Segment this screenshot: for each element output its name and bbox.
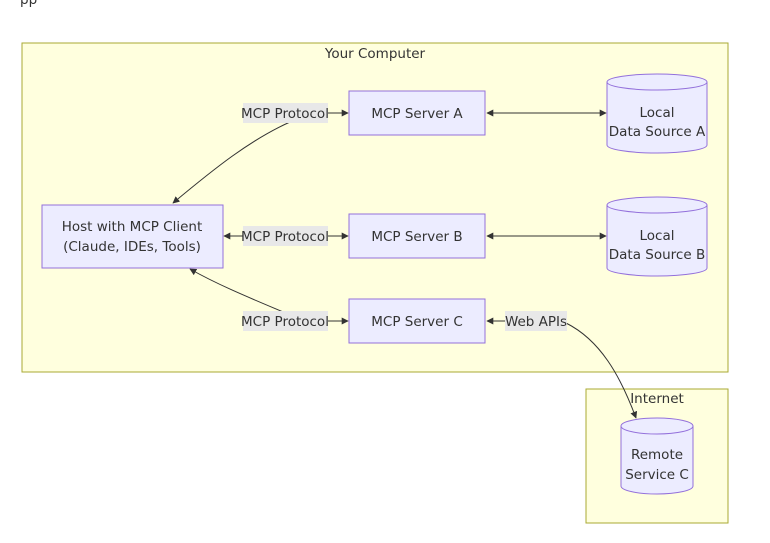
edge-label-web-apis-text: Web APIs	[505, 314, 567, 330]
edge-host-server-c	[189, 268, 289, 315]
edges	[172, 109, 638, 419]
node-local-data-source-a: Local Data Source A	[606, 73, 708, 154]
edge-label-mcp-a-text: MCP Protocol	[241, 106, 329, 122]
cluster-internet: Internet	[585, 388, 729, 524]
node-server-c-label: MCP Server C	[371, 314, 463, 330]
edge-host-server-a	[172, 121, 291, 204]
top-caption: pp	[20, 0, 37, 8]
node-server-a-label: MCP Server A	[371, 106, 463, 122]
node-mcp-server-b: MCP Server B	[348, 213, 486, 259]
cluster-your-computer-label: Your Computer	[324, 46, 426, 62]
node-remote-line1: Remote	[631, 447, 683, 463]
node-data-a-line2: Data Source A	[609, 124, 706, 140]
node-host-mcp-client: Host with MCP Client (Claude, IDEs, Tool…	[41, 204, 224, 269]
node-data-b-line2: Data Source B	[609, 247, 705, 263]
node-mcp-server-a: MCP Server A	[348, 90, 486, 136]
cluster-internet-label: Internet	[630, 391, 684, 407]
node-remote-line2: Service C	[625, 467, 689, 483]
node-server-b-label: MCP Server B	[371, 229, 462, 245]
edge-label-mcp-c-text: MCP Protocol	[241, 314, 329, 330]
node-data-b-line1: Local	[640, 228, 675, 244]
edge-label-mcp-b-text: MCP Protocol	[241, 229, 329, 245]
node-host-line1: Host with MCP Client	[62, 219, 203, 235]
edge-label-mcp-a: MCP Protocol	[241, 103, 329, 123]
node-host-line2: (Claude, IDEs, Tools)	[63, 239, 201, 255]
node-local-data-source-b: Local Data Source B	[606, 196, 708, 277]
edge-webapi-to-remote	[565, 322, 638, 419]
node-data-a-line1: Local	[640, 105, 675, 121]
node-remote-service-c: Remote Service C	[620, 417, 694, 495]
edge-label-mcp-b: MCP Protocol	[241, 226, 329, 246]
edge-label-web-apis: Web APIs	[505, 311, 567, 331]
node-mcp-server-c: MCP Server C	[348, 298, 486, 344]
edge-label-mcp-c: MCP Protocol	[241, 311, 329, 331]
